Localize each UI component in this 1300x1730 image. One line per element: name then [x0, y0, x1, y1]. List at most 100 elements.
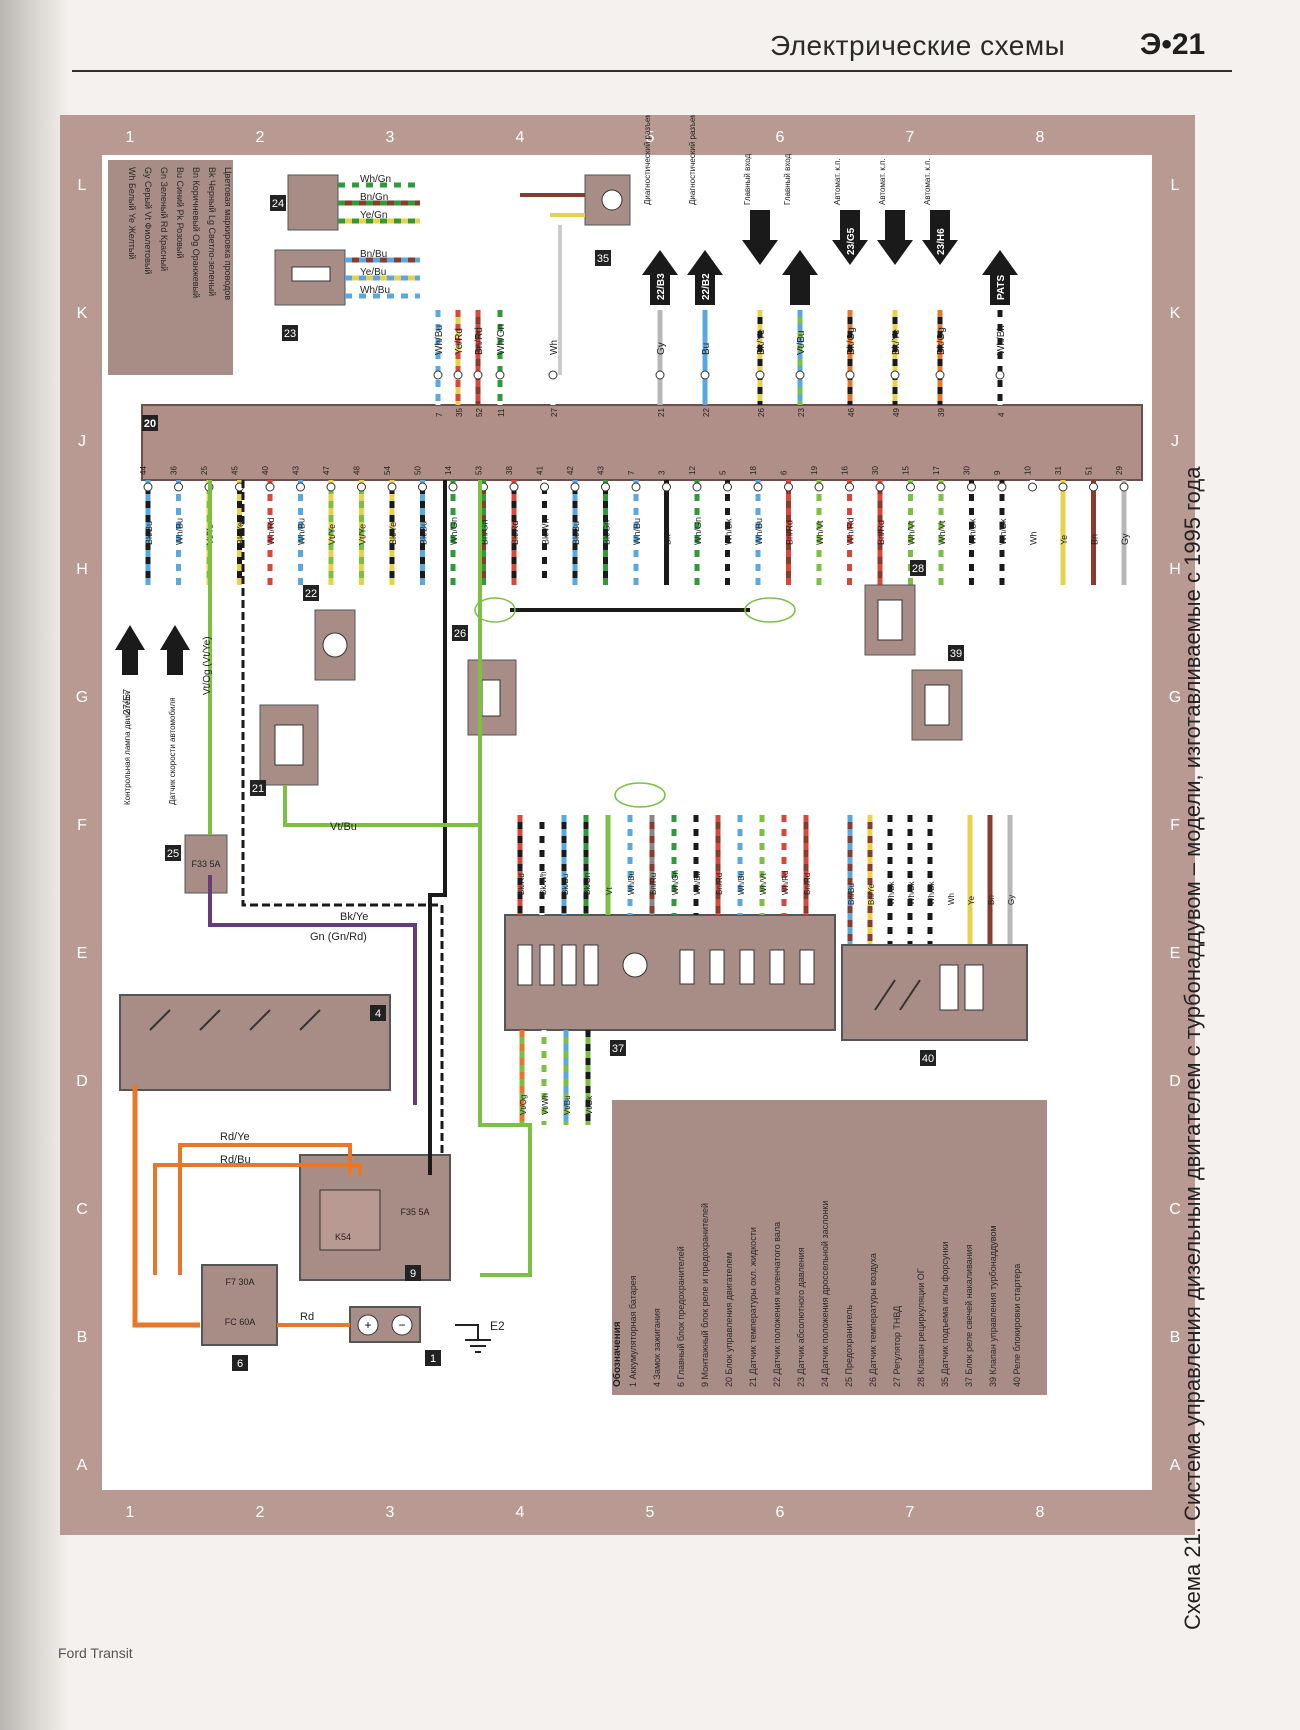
top-wire-label: Bk/Og: [936, 327, 947, 355]
bottom-wire-node: [662, 482, 671, 492]
label-21: 21: [252, 783, 264, 795]
label-26-box: [452, 625, 468, 641]
arrow-up-icon: [687, 250, 723, 305]
relay-40-coil-a: [939, 964, 959, 1011]
bottom-wire-label: Bk/Gn: [602, 520, 612, 545]
legend-item: 23 Датчик абсолютного давления: [796, 1247, 806, 1387]
top-wire-node: [473, 370, 483, 380]
grid-row-right-H: H: [1169, 561, 1181, 578]
bottom-wire-pin: 48: [353, 466, 362, 475]
label-28-box: [910, 560, 926, 576]
label-39-box: [948, 645, 964, 661]
bottom-wire-pin: 42: [566, 466, 575, 475]
label-24-box: [270, 195, 286, 211]
label-25: 25: [167, 848, 179, 860]
relay40-in-label: Wh/Bk: [927, 880, 936, 905]
relay37-in-label: Bk/Bu: [561, 874, 570, 895]
legend-item: 28 Клапан рециркуляции ОГ: [916, 1268, 926, 1387]
bottom-wire-label: Wh/Bu: [754, 518, 764, 545]
top-arrow-desc: Диагностический разъем: [688, 115, 697, 205]
bottom-wire-pin: 6: [780, 470, 789, 475]
grid-col-top-1: 1: [126, 129, 135, 146]
bottom-wire-pin: 12: [688, 466, 697, 475]
bottom-wire-label: Wh/Bu: [632, 518, 642, 545]
top-wire-node: [845, 370, 855, 380]
legend-item: 40 Реле блокировки стартера: [1012, 1264, 1022, 1387]
arrow-down-icon: [832, 210, 868, 265]
bottom-wire-pin: 16: [841, 466, 850, 475]
label-28: 28: [912, 563, 924, 575]
grid-row-right-D: D: [1169, 1073, 1181, 1090]
bottom-wire-pin: 38: [505, 466, 514, 475]
bottom-wire-pin: 45: [231, 466, 240, 475]
label-rd-bu: Rd/Bu: [220, 1154, 251, 1166]
label-vt-og: Vt/Og (Vt/Ye): [202, 636, 213, 695]
legend-item: 25 Предохранитель: [844, 1305, 854, 1387]
top-wire-node: [935, 370, 945, 380]
relay-k54: [319, 1189, 381, 1251]
label-gn-rd-lower: Gn (Gn/Rd): [310, 931, 367, 943]
bottom-wire-pin: 54: [383, 466, 392, 475]
bottom-wire-node: [753, 482, 763, 492]
label-37-box: [610, 1040, 626, 1056]
grid-row-right-G: G: [1169, 689, 1181, 706]
bottom-wire-node: [448, 482, 458, 492]
bottom-wire-label: Bk/Ye: [236, 522, 246, 545]
grid-row-left-D: D: [76, 1073, 88, 1090]
book-spine-shadow: [0, 0, 70, 1730]
relay40-in-label: Gy: [1007, 895, 1016, 905]
top-wire-pin: 46: [847, 408, 856, 417]
top-arrow-2: Главный вход: [742, 153, 778, 265]
grid-row-left-A: A: [77, 1457, 88, 1474]
grid-col-top-5: 5: [646, 129, 655, 146]
top-wire-pin: 4: [997, 412, 1006, 417]
wire-bk-ye-harness: [241, 480, 444, 1155]
bottom-wire-label: Wh/Bu: [297, 518, 307, 545]
bottom-wire-label: Bn/Gn: [480, 519, 490, 545]
bottom-wire-pin: 25: [200, 466, 209, 475]
bottom-wire-node: [692, 482, 702, 492]
legend-item: 20 Блок управления двигателем: [724, 1252, 734, 1387]
relay-40-coil-b: [964, 964, 984, 1011]
grid-col-bottom-5: 5: [646, 1504, 655, 1521]
bottom-wire-pin: 50: [414, 466, 423, 475]
relay37-out-label: Vt/Bk: [585, 1095, 594, 1115]
legend-item: 27 Регулятор ТНВД: [892, 1306, 902, 1387]
legend-item: 9 Монтажный блок реле и предохранителей: [700, 1203, 710, 1387]
wire-rd-bu: [178, 1143, 352, 1275]
bottom-wire-label: Bk/Bu: [144, 521, 154, 545]
top-wire-label: Bu: [701, 343, 712, 355]
label-1: 1: [430, 1353, 436, 1365]
label-35: 35: [597, 253, 609, 265]
arrow-speed-sensor-icon: [160, 625, 190, 675]
bottom-wire-label: Vt/Ye: [327, 524, 337, 545]
top-arrow-label: 22/B2: [701, 273, 712, 300]
label-4: 4: [375, 1008, 381, 1020]
bottom-wire-node: [509, 482, 519, 492]
relay-37-coil: [799, 949, 815, 985]
legend-item: 6 Главный блок предохранителей: [676, 1246, 686, 1387]
bottom-wire-pin: 9: [993, 470, 1002, 475]
shield-ellipse-left: [474, 597, 516, 623]
top-wire-label: Wh/Bk: [996, 325, 1007, 355]
color-legend-line: Bu Синий Pk Розовый: [175, 167, 185, 258]
top-wire-label: Bk/Ye: [891, 329, 902, 355]
top-arrow-label: 23/G5: [846, 227, 857, 255]
top-arrow-7: PATS: [982, 250, 1018, 305]
grid-col-top-4: 4: [516, 129, 525, 146]
label-vt-bu-lower: Vt/Bu: [330, 821, 357, 833]
bottom-wire-node: [296, 482, 305, 492]
fuse-fc-label: FC 60A: [225, 1317, 256, 1327]
relay40-in-label: Wh/Bk: [887, 880, 896, 905]
bottom-wire-label: Wh/Vt: [907, 520, 917, 545]
page-number: Э•21: [1140, 28, 1206, 61]
grid-row-right-F: F: [1170, 817, 1180, 834]
label-20-box: [142, 415, 158, 431]
bottom-wire-pin: 47: [322, 466, 331, 475]
ecu-connector-20: [141, 404, 1143, 481]
top-wire-pin: 23: [797, 408, 806, 417]
top-arrow-desc: Диагностический разъем: [643, 115, 652, 205]
label-24: 24: [272, 198, 284, 210]
s24-wire-label: Bn/Gn: [360, 192, 388, 203]
